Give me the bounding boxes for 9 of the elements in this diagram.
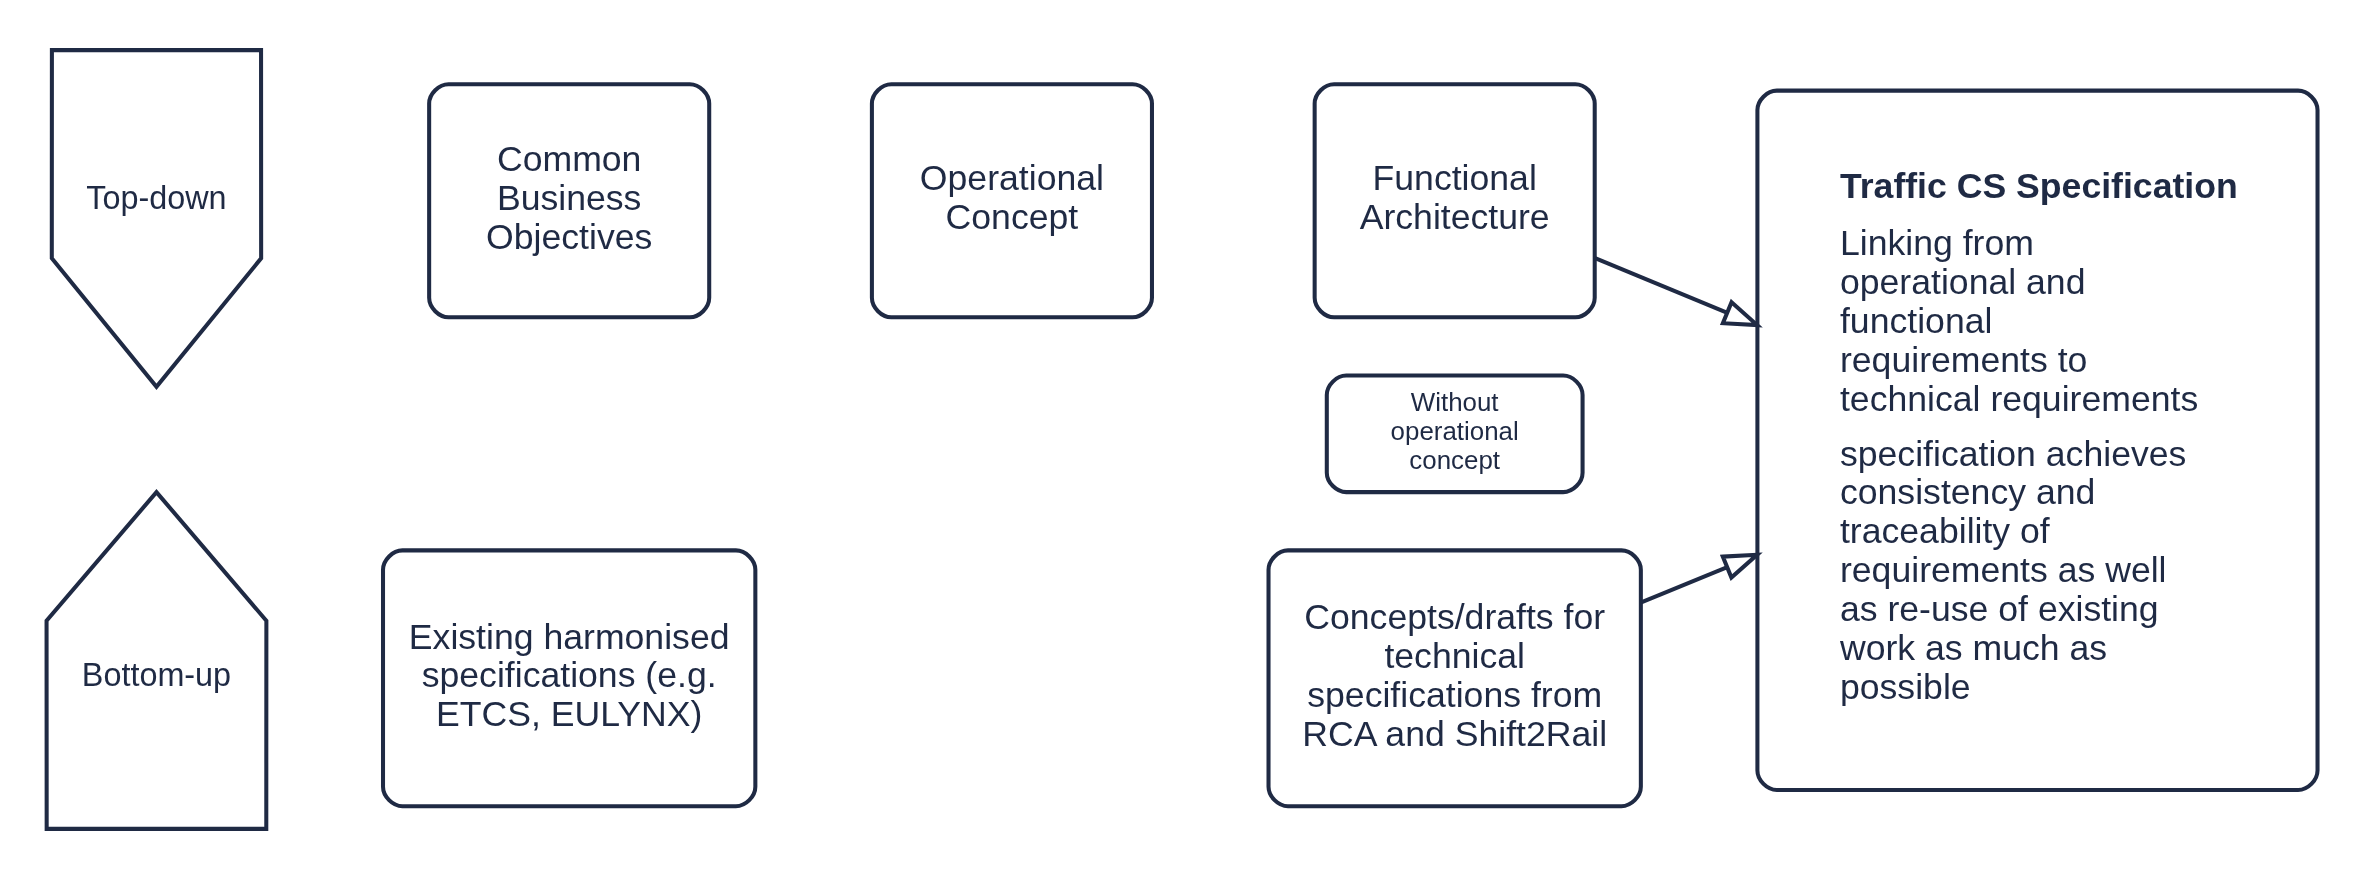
node-box: Functional Architecture — [1312, 82, 1597, 320]
node-box: Without operational concept — [1324, 373, 1585, 495]
node-box: Traffic CS Specification Linking from operational and functional requirements to technical requirements specification achieves consistency and traceability of requirements as well as re-use of existing work as much as possible — [1755, 88, 2320, 792]
node-box: Existing harmonised specifications (e.g. ETCS, EULYNX) — [381, 548, 758, 809]
arrow — [1640, 552, 1763, 605]
node-box: Concepts/drafts for technical specifications from RCA and Shift2Rail — [1266, 548, 1643, 809]
node-box: Operational Concept — [869, 82, 1154, 320]
arrow — [1594, 256, 1763, 328]
node-box: Common Business Objectives — [427, 82, 712, 320]
